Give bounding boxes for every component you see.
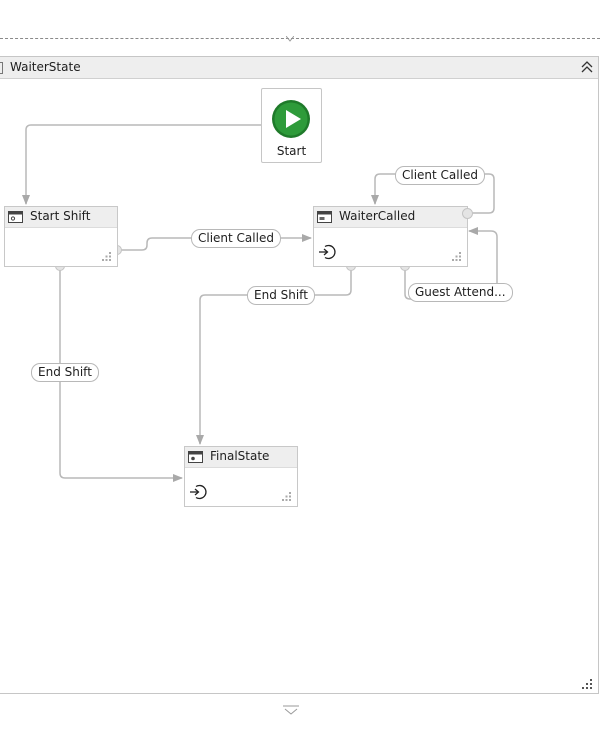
designer-top-divider [0,38,600,39]
start-label: Start [276,144,307,158]
start-node[interactable]: Start [261,88,322,163]
state-start-shift[interactable]: Start Shift [4,206,118,267]
expand-top-caret-icon[interactable] [286,36,294,42]
entry-action-icon[interactable] [318,243,336,261]
resize-grip-icon[interactable] [102,252,111,261]
wire-start-shift-to-final[interactable] [59,266,183,482]
container-resize-grip-icon[interactable] [582,679,592,689]
entry-action-icon[interactable] [189,483,207,501]
state-title: FinalState [210,449,270,463]
wire-start-shift-to-waiter-called[interactable] [117,234,312,251]
state-final[interactable]: FinalState [184,446,298,507]
start-play-icon [272,100,310,138]
transition-label-guest-attend[interactable]: Guest Attend... [408,283,513,302]
resize-grip-icon[interactable] [452,252,461,261]
wire-start-to-start-shift[interactable] [22,124,261,205]
connection-point[interactable] [462,208,473,219]
state-header: FinalState [185,447,297,468]
wire-waiter-called-self[interactable] [371,173,495,214]
initial-state-icon [8,211,23,223]
state-header: WaiterCalled [314,207,467,228]
resize-grip-icon[interactable] [282,492,291,501]
container-grip-icon [0,62,3,74]
state-title: WaiterCalled [339,209,416,223]
final-state-icon [188,451,203,463]
expand-bottom-caret-icon[interactable] [282,705,300,715]
state-waiter-called[interactable]: WaiterCalled [313,206,473,267]
state-title: Start Shift [30,209,91,223]
transition-label-end-shift[interactable]: End Shift [247,286,315,305]
container-title: WaiterState [10,60,81,74]
state-icon [317,211,332,223]
transition-label-end-shift-start[interactable]: End Shift [31,363,99,382]
container-header: WaiterState [0,57,598,79]
state-header: Start Shift [5,207,117,228]
collapse-chevrons-icon[interactable] [580,59,594,75]
transition-label-client-called-self[interactable]: Client Called [395,166,485,185]
transition-label-client-called[interactable]: Client Called [191,229,281,248]
